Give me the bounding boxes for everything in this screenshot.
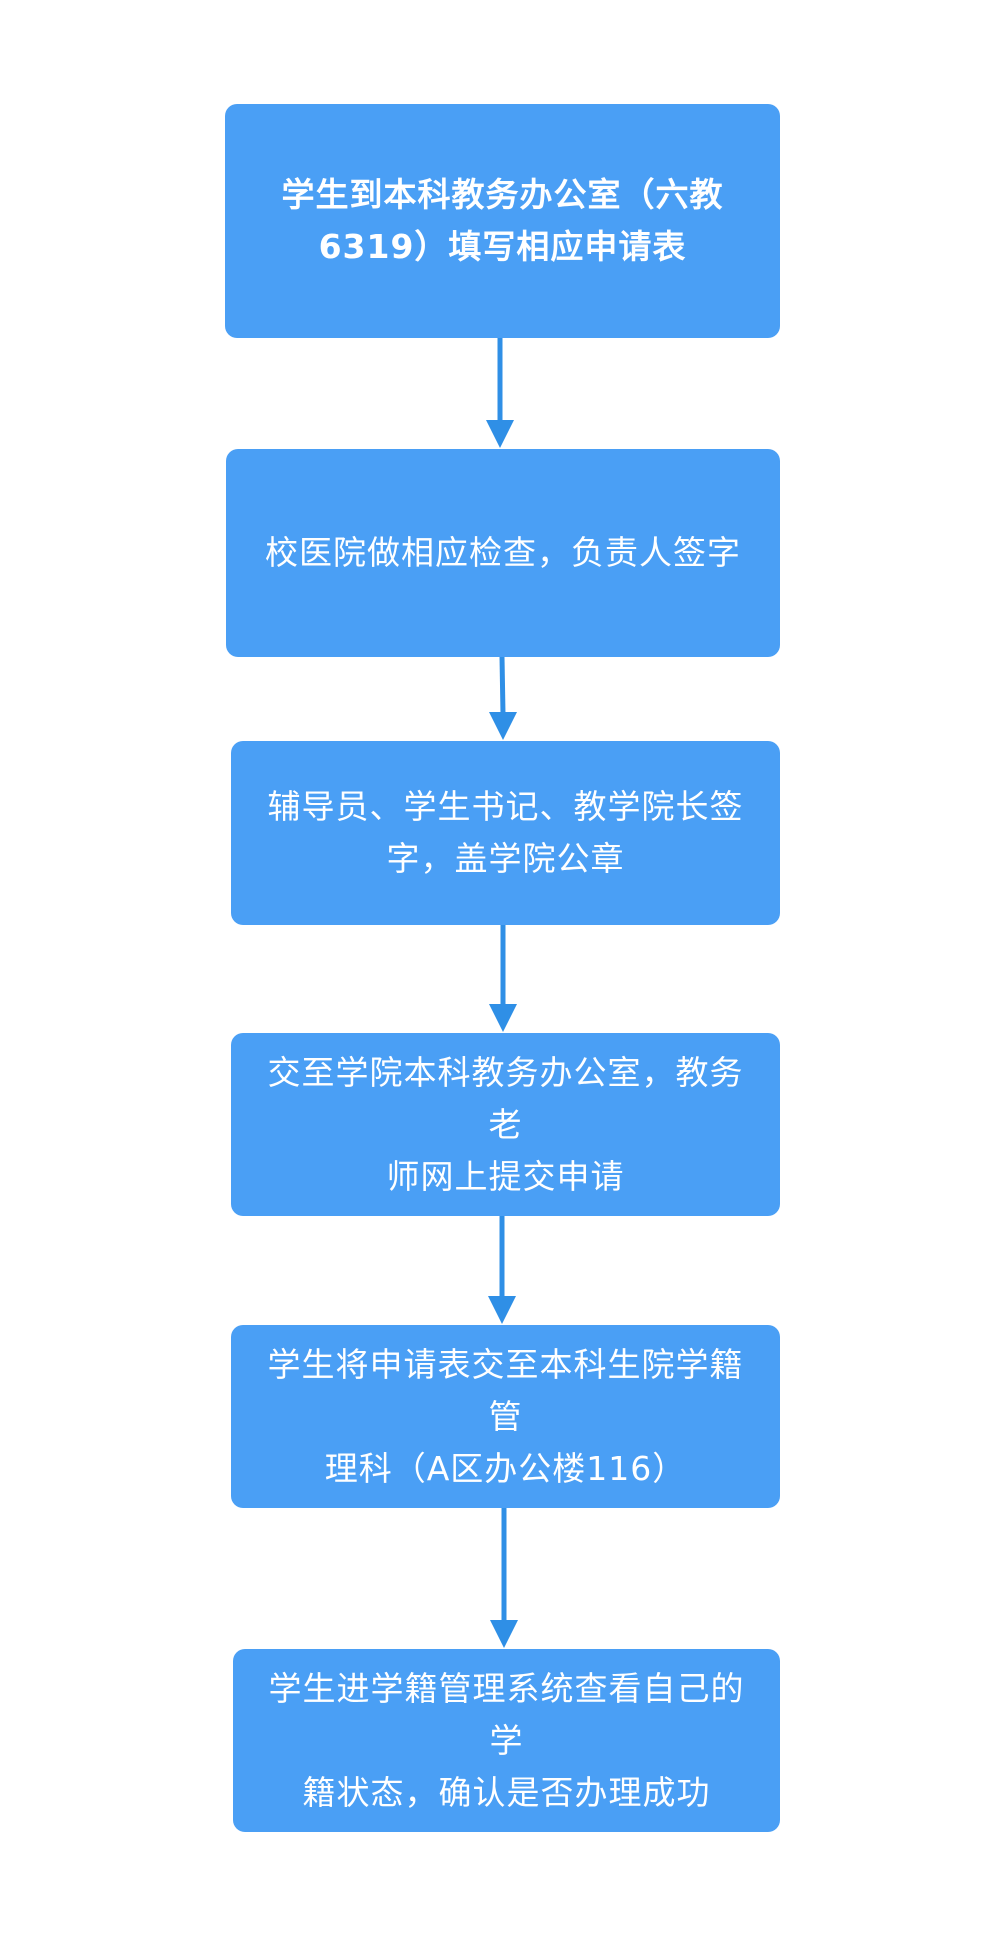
step-5-line-1: 学生将申请表交至本科生院学籍管 (267, 1344, 744, 1436)
arrowhead-4-5 (488, 1296, 516, 1324)
step-4-line-2: 师网上提交申请 (386, 1156, 625, 1196)
step-4-line-1: 交至学院本科教务办公室，教务老 (267, 1052, 744, 1144)
arrowhead-1-2 (486, 420, 514, 448)
connector-2-3 (499, 656, 506, 715)
step-4-text: 交至学院本科教务办公室，教务老 师网上提交申请 (253, 1047, 758, 1203)
step-3-line-1: 辅导员、学生书记、教学院长签 (267, 787, 744, 826)
step-5-text: 学生将申请表交至本科生院学籍管 理科（A区办公楼116） (253, 1339, 758, 1495)
step-1-line-1: 学生到本科教务办公室（六教 (281, 175, 724, 214)
step-3-box: 辅导员、学生书记、教学院长签 字，盖学院公章 (231, 741, 780, 925)
step-6-box: 学生进学籍管理系统查看自己的学 籍状态，确认是否办理成功 (233, 1649, 780, 1832)
step-6-line-2: 籍状态，确认是否办理成功 (302, 1772, 711, 1812)
step-5-line-2: 理科（A区办公楼116） (324, 1448, 687, 1488)
step-2-line-1: 校医院做相应检查，负责人签字 (265, 533, 741, 572)
step-5-box: 学生将申请表交至本科生院学籍管 理科（A区办公楼116） (231, 1325, 780, 1508)
arrowhead-2-3 (489, 712, 517, 740)
step-2-box: 校医院做相应检查，负责人签字 (226, 449, 780, 657)
step-6-text: 学生进学籍管理系统查看自己的学 籍状态，确认是否办理成功 (255, 1663, 758, 1819)
step-6-line-1: 学生进学籍管理系统查看自己的学 (268, 1668, 745, 1760)
step-2-text: 校医院做相应检查，负责人签字 (265, 527, 741, 579)
step-3-text: 辅导员、学生书记、教学院长签 字，盖学院公章 (268, 781, 744, 885)
step-1-box: 学生到本科教务办公室（六教 6319）填写相应申请表 (225, 104, 780, 338)
step-3-line-2: 字，盖学院公章 (386, 839, 625, 878)
step-1-line-2: 6319）填写相应申请表 (318, 227, 687, 266)
arrowhead-5-6 (490, 1620, 518, 1648)
step-4-box: 交至学院本科教务办公室，教务老 师网上提交申请 (231, 1033, 780, 1216)
step-1-text: 学生到本科教务办公室（六教 6319）填写相应申请表 (282, 169, 724, 273)
arrowhead-3-4 (489, 1004, 517, 1032)
